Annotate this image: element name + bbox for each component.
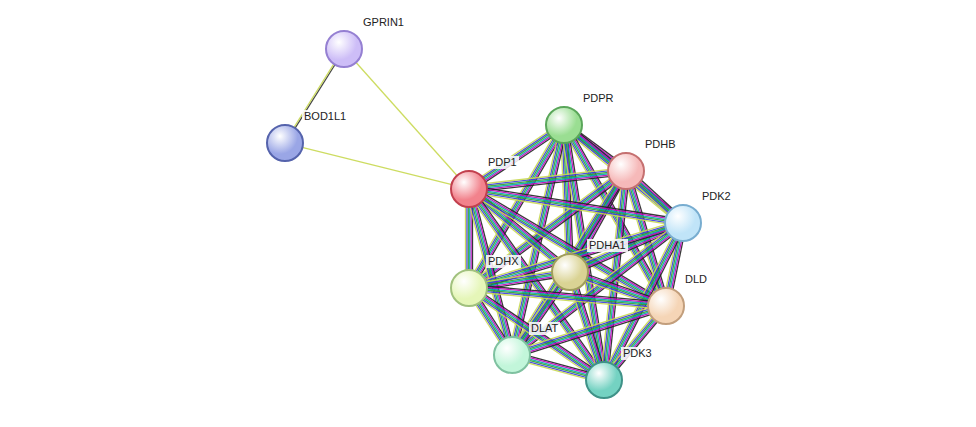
protein-node: DLAT [493, 336, 531, 374]
protein-label: BOD1L1 [302, 110, 348, 123]
protein-node: PDHX [450, 269, 488, 307]
protein-node: BOD1L1 [266, 124, 304, 162]
evidence-line [480, 273, 558, 285]
interaction-edge [609, 312, 662, 373]
protein-label: PDP1 [486, 156, 519, 169]
protein-label: DLAT [529, 322, 560, 335]
protein-node: PDHB [607, 152, 645, 190]
evidence-line [465, 200, 466, 276]
protein-node: PDK3 [585, 361, 623, 399]
protein-label: PDHX [486, 255, 521, 268]
evidence-line [480, 173, 614, 188]
protein-node: DLD [647, 287, 685, 325]
evidence-line [469, 200, 470, 276]
protein-node: PDPR [545, 106, 583, 144]
protein-label: PDPR [581, 92, 616, 105]
evidence-line [480, 270, 558, 282]
protein-node: GPRIN1 [325, 30, 363, 68]
evidence-line [480, 172, 614, 187]
protein-label: PDK3 [621, 347, 654, 360]
protein-label: PDHA1 [587, 239, 628, 252]
evidence-line [523, 357, 593, 376]
evidence-line [468, 200, 469, 276]
interaction-edge [522, 355, 594, 381]
evidence-line [480, 169, 614, 184]
protein-label: DLD [683, 273, 709, 286]
protein-label: GPRIN1 [361, 16, 406, 29]
evidence-line [613, 316, 660, 373]
interaction-edge [352, 58, 462, 181]
evidence-line [522, 360, 592, 379]
evidence-line [352, 58, 462, 181]
evidence-line [522, 361, 592, 380]
evidence-line [610, 313, 657, 370]
protein-node: PDP1 [450, 170, 488, 208]
protein-node: PDK2 [664, 204, 702, 242]
evidence-line [480, 291, 654, 307]
evidence-line [524, 356, 594, 375]
evidence-line [480, 290, 654, 306]
evidence-line [466, 200, 467, 276]
protein-node: PDHA1 [551, 253, 589, 291]
evidence-line [480, 170, 614, 185]
protein-label: PDK2 [700, 190, 733, 203]
evidence-line [523, 359, 593, 378]
interaction-edge [480, 169, 615, 191]
evidence-line [582, 273, 657, 299]
evidence-line [481, 189, 672, 219]
evidence-line [480, 272, 558, 284]
evidence-line [609, 312, 656, 369]
evidence-line [612, 315, 659, 372]
evidence-line [611, 314, 658, 371]
evidence-line [296, 146, 458, 186]
protein-label: PDHB [643, 138, 678, 151]
evidence-line [614, 317, 661, 374]
interaction-edge [296, 146, 458, 186]
evidence-line [480, 293, 654, 309]
